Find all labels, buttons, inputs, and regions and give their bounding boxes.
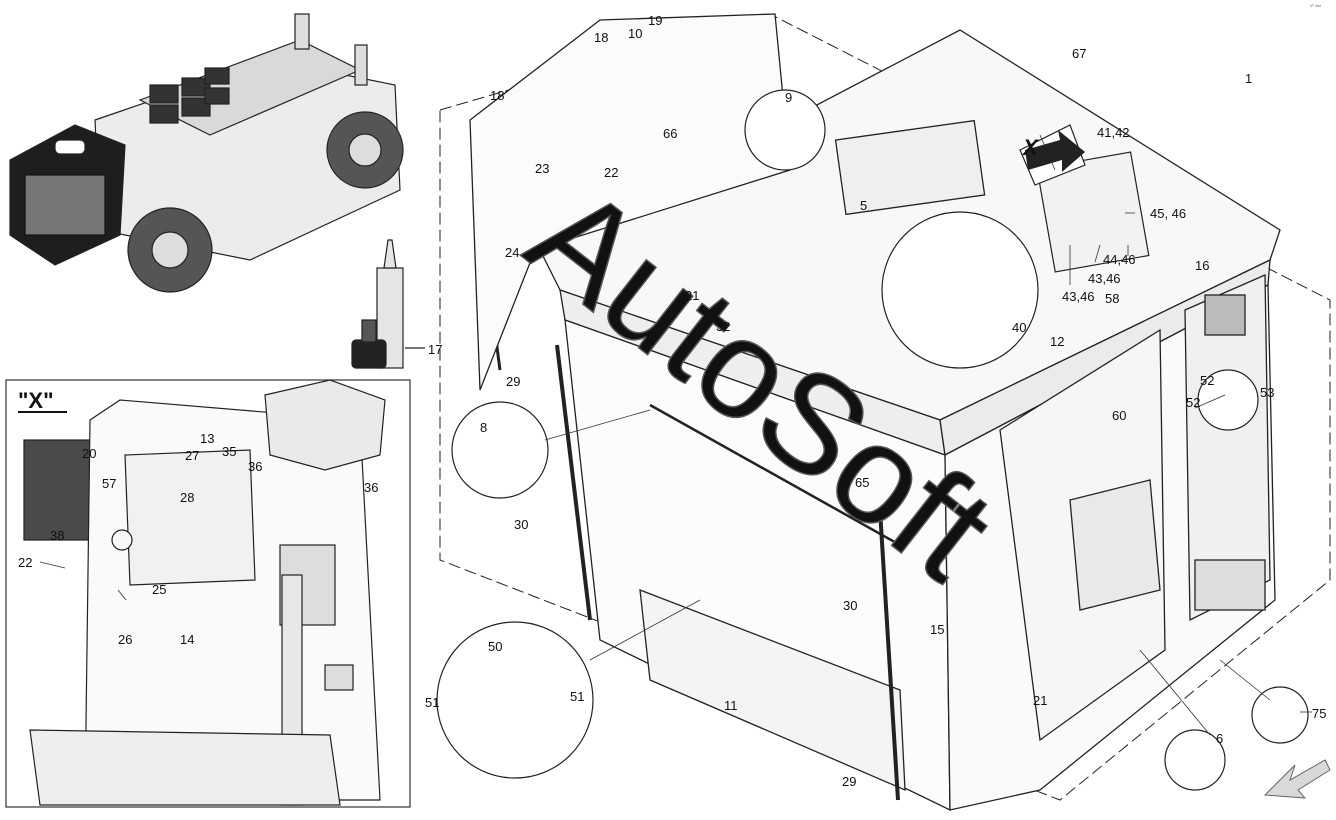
- sealant-cartridge-17: [351, 239, 425, 369]
- callout-30-a: 30: [514, 517, 528, 532]
- callout-21-b: 21: [1033, 693, 1047, 708]
- callout-21-a: 21: [685, 288, 699, 303]
- orientation-arrow: [1263, 759, 1331, 799]
- callout-28: 28: [180, 490, 194, 505]
- callout-67: 67: [1072, 46, 1086, 61]
- callout-36-a: 36: [248, 459, 262, 474]
- leader-lines: [39, 134, 1312, 736]
- callout-40: 40: [1012, 320, 1026, 335]
- callout-6: 6: [1216, 731, 1223, 746]
- callout-10: 10: [628, 26, 642, 41]
- callout-27: 27: [185, 448, 199, 463]
- callout-18-a: 18: [594, 30, 608, 45]
- callout-18-b: 18: [490, 88, 504, 103]
- callout-22-a: 22: [604, 165, 618, 180]
- callout-45-46: 45, 46: [1150, 206, 1186, 221]
- view-x-marker: X: [1021, 135, 1039, 160]
- callout-5: 5: [860, 198, 867, 213]
- detail-view-title: "X": [18, 388, 54, 413]
- callout-labels: 1 5 6 8 9 10 11 12 13 14 15 16 17 18 18 …: [18, 13, 1326, 789]
- callout-15: 15: [930, 622, 944, 637]
- callout-38: 38: [50, 528, 64, 543]
- callout-1: 1: [1245, 71, 1252, 86]
- callout-65: 65: [855, 475, 869, 490]
- callout-52-a: 52: [1200, 373, 1214, 388]
- callout-29-a: 29: [506, 374, 520, 389]
- callout-20: 20: [82, 446, 96, 461]
- callout-12: 12: [1050, 334, 1064, 349]
- callout-24: 24: [505, 245, 519, 260]
- callout-22-b: 22: [18, 555, 32, 570]
- callout-11: 11: [724, 698, 738, 713]
- callout-36-b: 36: [364, 480, 378, 495]
- callout-35: 35: [222, 444, 236, 459]
- callout-26: 26: [118, 632, 132, 647]
- callout-30-b: 30: [843, 598, 857, 613]
- cab-assembly: [439, 13, 1331, 812]
- callout-32: 32: [716, 319, 730, 334]
- view-x-arrow: X: [1021, 130, 1085, 172]
- callout-66: 66: [663, 126, 677, 141]
- machine-overview: [9, 13, 404, 293]
- callout-51-a: 51: [425, 695, 439, 710]
- callout-51-b: 51: [570, 689, 584, 704]
- callout-25: 25: [152, 582, 166, 597]
- callout-43-46-a: 43,46: [1088, 271, 1121, 286]
- detail-view-x: "X": [5, 379, 411, 808]
- callout-19: 19: [648, 13, 662, 28]
- callout-13: 13: [200, 431, 214, 446]
- callout-41-42: 41,42: [1097, 125, 1130, 140]
- callout-60: 60: [1112, 408, 1126, 423]
- callout-8: 8: [480, 420, 487, 435]
- callout-52-b: 52: [1186, 395, 1200, 410]
- callout-23: 23: [535, 161, 549, 176]
- callout-58: 58: [1105, 291, 1119, 306]
- corner-mark: ʰ° ᵈᵈᵈ: [1310, 4, 1321, 10]
- callout-57: 57: [102, 476, 116, 491]
- callout-9: 9: [785, 90, 792, 105]
- callout-43-46-b: 43,46: [1062, 289, 1095, 304]
- callout-16: 16: [1195, 258, 1209, 273]
- callout-53: 53: [1260, 385, 1274, 400]
- callout-14: 14: [180, 632, 194, 647]
- callout-17: 17: [428, 342, 442, 357]
- callout-29-b: 29: [842, 774, 856, 789]
- callout-75: 75: [1312, 706, 1326, 721]
- callout-50: 50: [488, 639, 502, 654]
- callout-44-46: 44,46: [1103, 252, 1136, 267]
